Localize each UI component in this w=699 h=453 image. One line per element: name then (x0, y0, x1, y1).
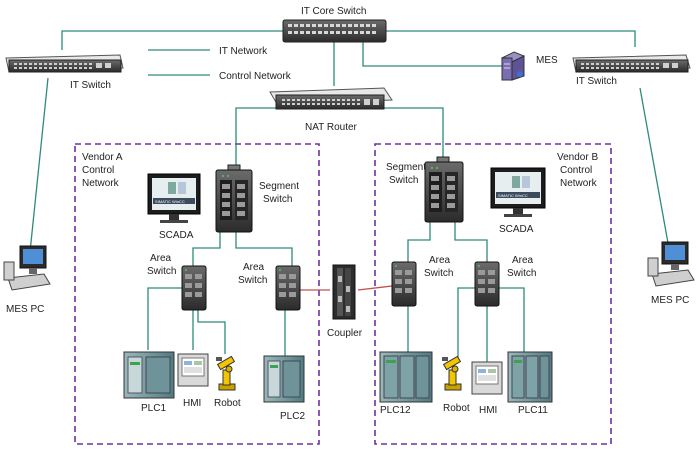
hmi-a-label: HMI (183, 398, 201, 409)
nat-router-label: NAT Router (305, 122, 358, 133)
mes-pc-right-label: MES PC (651, 295, 689, 306)
it-switch-right-label: IT Switch (576, 76, 617, 87)
scada-a-monitor: SIMATIC WinCC (147, 173, 201, 223)
mes-server-icon (500, 51, 526, 81)
coupler-links (300, 285, 393, 291)
legend-control-network-label: Control Network (219, 71, 292, 82)
it-switch-left-label: IT Switch (70, 80, 111, 91)
area-switch-b2 (474, 261, 500, 307)
mes-pc-left-label: MES PC (6, 304, 44, 315)
robot-b-label: Robot (443, 403, 470, 414)
hmi-b-label: HMI (479, 405, 497, 416)
it-core-switch (282, 19, 387, 43)
coupler-label: Coupler (327, 328, 363, 339)
robot-a-label: Robot (214, 398, 241, 409)
scada-a-screen-text: SIMATIC WinCC (155, 199, 185, 204)
legend-it-network-label: IT Network (219, 46, 268, 57)
mes-pc-right-icon (647, 241, 695, 287)
scada-a-label: SCADA (159, 230, 194, 241)
scada-b-label: SCADA (499, 224, 534, 235)
area-switch-a1 (181, 265, 207, 311)
area-switch-a2-label: Area Switch (238, 262, 267, 286)
segment-switch-a-label: Segment Switch (259, 181, 302, 205)
robot-b-icon (442, 355, 462, 391)
scada-b-screen-text: SIMATIC WinCC (498, 193, 528, 198)
plc1-label: PLC1 (141, 403, 166, 414)
plc12-device (379, 351, 433, 403)
it-links (29, 30, 669, 253)
segment-switch-b-label: Segment Switch (386, 162, 429, 186)
plc2-label: PLC2 (280, 411, 305, 422)
plc11-device (507, 351, 553, 403)
vendor-b-boundary (374, 143, 612, 445)
plc11-label: PLC11 (518, 405, 548, 416)
segment-switch-b (424, 156, 464, 223)
coupler-device (332, 264, 356, 320)
hmi-b-panel (471, 361, 503, 395)
it-switch-left (5, 54, 124, 73)
scada-b-monitor: SIMATIC WinCC (490, 167, 546, 217)
mes-pc-left-icon (3, 245, 51, 291)
hmi-a-panel (177, 353, 209, 387)
mes-label: MES (536, 55, 558, 66)
plc12-label: PLC12 (380, 405, 411, 416)
it-switch-right (572, 54, 691, 73)
area-switch-a1-label: Area Switch (147, 253, 176, 277)
it-core-switch-label: IT Core Switch (301, 6, 366, 17)
segment-switch-a (215, 164, 253, 233)
control-links (147, 107, 525, 362)
vendor-a-label: Vendor A Control Network (82, 152, 125, 189)
robot-a-icon (216, 355, 236, 391)
nat-router (269, 87, 393, 110)
area-switch-b1-label: Area Switch (424, 255, 453, 279)
area-switch-b2-label: Area Switch (507, 255, 536, 279)
vendor-b-label: Vendor B Control Network (557, 152, 601, 189)
area-switch-b1 (391, 261, 417, 307)
plc2-device (263, 355, 305, 403)
vendor-a-boundary (74, 143, 320, 445)
plc1-device (123, 351, 175, 399)
area-switch-a2 (275, 265, 301, 311)
